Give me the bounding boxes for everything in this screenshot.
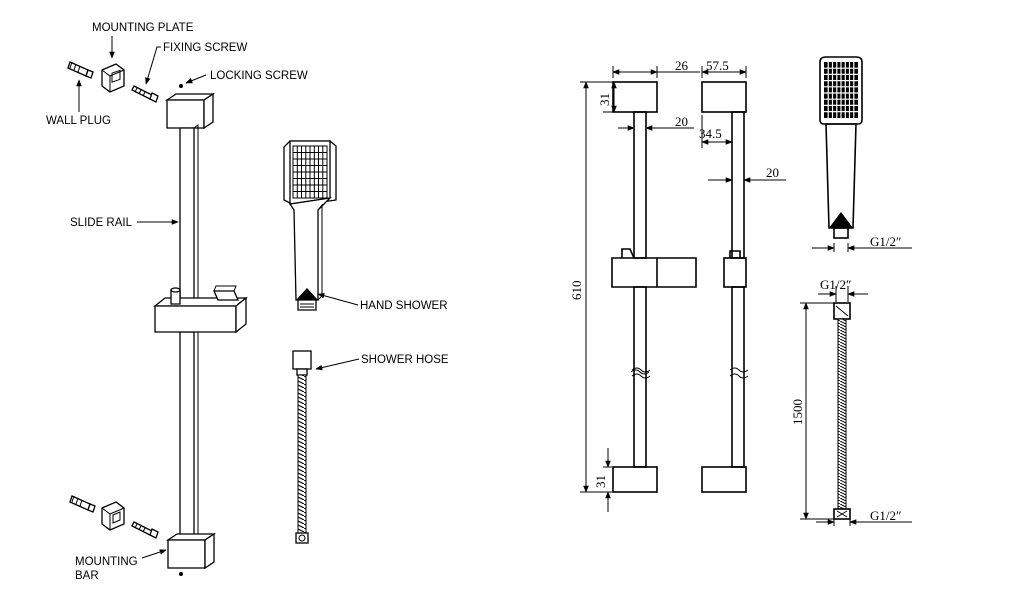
dim-57-5: 57.5 [706, 58, 729, 73]
hand-shower-perspective [283, 140, 337, 311]
label-slide-rail: SLIDE RAIL [70, 217, 133, 229]
wall-plug-bottom [69, 495, 96, 513]
label-mounting-bar-2: BAR [75, 570, 99, 582]
hose-front-view: G1/2″ 1500 G1/2″ [790, 277, 912, 526]
hand-shower-front-view: G1/2″ [812, 56, 912, 252]
label-mounting-bar-1: MOUNTING [75, 556, 138, 568]
fixing-screw-top [131, 85, 159, 103]
locking-screw-top [179, 84, 183, 88]
label-locking-screw: LOCKING SCREW [210, 70, 308, 82]
dim-31-bottom: 31 [593, 475, 608, 488]
label-shower-hose: SHOWER HOSE [361, 354, 449, 366]
mounting-plate-top [101, 63, 125, 93]
side-view [701, 81, 749, 493]
dim-1500: 1500 [790, 399, 805, 425]
wall-plug-top [67, 61, 94, 79]
dimension-lines: 26 57.5 31 20 34.5 20 [569, 58, 786, 512]
label-hand-shower: HAND SHOWER [360, 300, 448, 312]
spray-face-front-grid [824, 62, 858, 118]
shower-hose-perspective [292, 350, 312, 544]
dim-g12-head: G1/2″ [870, 234, 901, 249]
dim-610: 610 [569, 281, 584, 301]
spray-face-grid [292, 145, 328, 199]
dim-20-b: 20 [766, 165, 779, 180]
label-fixing-screw: FIXING SCREW [163, 42, 247, 54]
dim-20-a: 20 [675, 114, 688, 129]
label-mounting-plate: MOUNTING PLATE [92, 22, 194, 34]
fixing-screw-bottom [131, 521, 159, 539]
slider-holder [153, 285, 248, 334]
dim-26: 26 [675, 58, 689, 73]
mounting-plate-bottom [101, 501, 125, 531]
dim-g12-hose-bottom: G1/2″ [870, 508, 901, 523]
exploded-view: MOUNTING PLATE FIXING SCREW LOCKING SCRE… [46, 22, 449, 582]
dim-34-5: 34.5 [699, 126, 722, 141]
locking-screw-bottom [179, 572, 183, 576]
top-bracket [164, 92, 216, 130]
front-view [611, 81, 697, 493]
dim-g12-hose-top: G1/2″ [820, 277, 851, 292]
bottom-bracket [165, 532, 217, 570]
label-wall-plug: WALL PLUG [46, 115, 111, 127]
dimension-views: 26 57.5 31 20 34.5 20 [569, 56, 912, 526]
dim-31-top: 31 [597, 93, 612, 106]
